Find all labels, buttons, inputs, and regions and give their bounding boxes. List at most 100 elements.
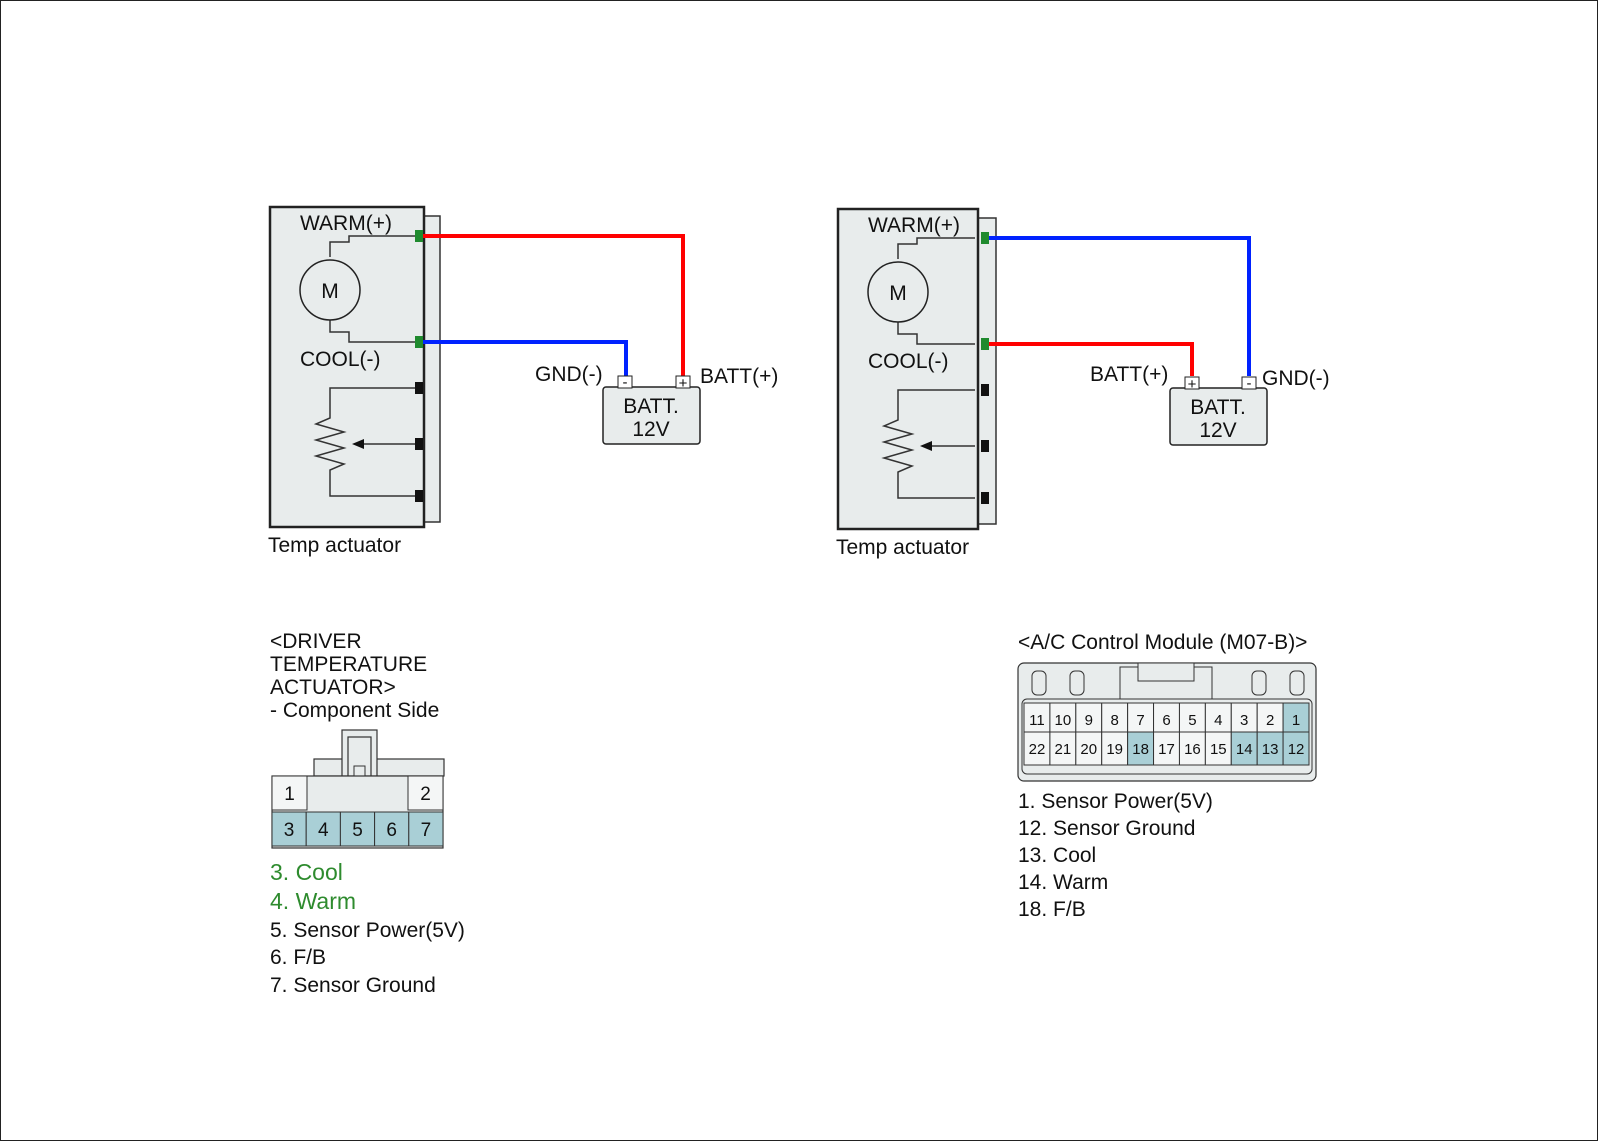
module-pin-4: 4	[1204, 702, 1232, 737]
left-motor-wire-bottom	[329, 317, 419, 343]
module-pin-8-cell	[1101, 702, 1129, 737]
module-pin-22: 22	[1023, 731, 1051, 766]
left-motor-symbol	[299, 259, 361, 321]
actuator-pin-2-label: 2	[420, 784, 431, 805]
module-pin-10-cell	[1049, 702, 1077, 737]
module-pin-17: 17	[1153, 731, 1180, 766]
module-pin-6-cell	[1153, 702, 1180, 737]
module-pin-5: 5	[1178, 702, 1206, 737]
module-pin-8-label: 8	[1111, 712, 1119, 729]
actuator-legend-item: 3. Cool	[270, 859, 343, 885]
actuator-pin-3: 3	[271, 811, 307, 847]
left-warm-label: WARM(+)	[300, 212, 392, 235]
right-motor-label: M	[889, 282, 907, 305]
module-pin-14: 14	[1230, 731, 1258, 766]
right-battery-pos-terminal	[1184, 376, 1200, 390]
module-pin-12-label: 12	[1288, 741, 1305, 758]
right-motor-symbol	[867, 261, 929, 323]
right-terminal-3	[981, 384, 989, 396]
left-terminal-3	[415, 382, 423, 394]
right-terminal-warm	[981, 232, 989, 244]
left-battery-neg-terminal	[617, 375, 633, 389]
module-pin-18-cell	[1127, 731, 1155, 766]
right-battery-label-1: BATT.	[1190, 396, 1246, 419]
actuator-connector-title-3: ACTUATOR>	[270, 676, 396, 699]
left-wire-cool	[423, 340, 628, 376]
module-pin-12-cell	[1282, 731, 1310, 766]
module-pin-4-cell	[1204, 702, 1232, 737]
right-caption: Temp actuator	[836, 536, 969, 559]
actuator-legend-item: 4. Warm	[270, 888, 356, 914]
left-motor-label: M	[321, 280, 339, 303]
left-battery-label-2: 12V	[632, 418, 669, 441]
module-connector-title: <A/C Control Module (M07-B)>	[1018, 631, 1307, 654]
module-pin-1-label: 1	[1292, 712, 1300, 729]
module-connector-latch-tab	[1137, 662, 1195, 682]
actuator-pin-6: 6	[374, 811, 410, 847]
left-battery	[602, 386, 701, 445]
module-legend-item: 12. Sensor Ground	[1018, 817, 1195, 840]
actuator-pin-5-label: 5	[352, 820, 363, 841]
module-pin-11: 11	[1023, 702, 1051, 737]
right-battery-neg-terminal	[1241, 376, 1257, 390]
module-pin-1: 1	[1282, 702, 1310, 737]
actuator-pin-4-label: 4	[318, 820, 329, 841]
actuator-legend-item: 7. Sensor Ground	[270, 974, 436, 997]
module-pin-14-label: 14	[1236, 741, 1253, 758]
left-neg-sign: -	[623, 374, 628, 391]
module-pin-2-label: 2	[1266, 712, 1274, 729]
module-pin-15-label: 15	[1210, 741, 1227, 758]
module-pin-16-label: 16	[1184, 741, 1201, 758]
actuator-pin-4: 4	[305, 811, 341, 847]
left-actuator-body	[268, 205, 426, 529]
actuator-pin-2-cell	[407, 775, 444, 811]
module-pin-13-label: 13	[1262, 741, 1279, 758]
actuator-pin-2: 2	[407, 775, 444, 811]
left-terminal-4	[415, 438, 423, 450]
module-pin-20: 20	[1075, 731, 1103, 766]
left-wiper-arrow	[352, 439, 364, 449]
module-pin-9-cell	[1075, 702, 1103, 737]
actuator-connector-latch-base	[313, 758, 445, 777]
module-pin-8: 8	[1101, 702, 1129, 737]
right-neg-sign: -	[1247, 375, 1252, 392]
left-cool-label: COOL(-)	[300, 348, 381, 371]
module-pin-9: 9	[1075, 702, 1103, 737]
right-actuator-diagram: WARM(+) COOL(-) M + - BATT. 12V BATT(+) …	[836, 207, 1330, 559]
module-pin-21: 21	[1049, 731, 1077, 766]
module-pin-21-label: 21	[1055, 741, 1072, 758]
right-cool-label: COOL(-)	[868, 350, 949, 373]
module-pin-19-label: 19	[1106, 741, 1123, 758]
module-connector-post	[1251, 670, 1267, 696]
actuator-pin-7-label: 7	[421, 820, 432, 841]
actuator-pin-6-cell	[374, 811, 410, 847]
module-connector-legend: 1. Sensor Power(5V)12. Sensor Ground13. …	[1018, 790, 1213, 921]
right-motor-wire-top	[897, 237, 975, 259]
module-pin-20-cell	[1075, 731, 1103, 766]
actuator-pin-1-label: 1	[284, 784, 295, 805]
right-terminal-4	[981, 440, 989, 452]
actuator-connector-latch-tab	[353, 765, 366, 777]
module-legend-item: 14. Warm	[1018, 871, 1108, 894]
module-pin-22-label: 22	[1029, 741, 1046, 758]
module-pin-19: 19	[1101, 731, 1129, 766]
module-pin-7-cell	[1127, 702, 1155, 737]
module-pin-9-label: 9	[1085, 712, 1093, 729]
module-pin-15: 15	[1204, 731, 1232, 766]
actuator-pin-1-cell	[271, 775, 308, 811]
actuator-connector-title-4: - Component Side	[270, 699, 439, 722]
actuator-pin-3-label: 3	[284, 820, 295, 841]
right-wiper-arrow	[920, 441, 932, 451]
module-pin-2-cell	[1256, 702, 1284, 737]
left-terminal-cool	[415, 336, 423, 348]
module-pin-11-label: 11	[1029, 712, 1045, 729]
module-pin-20-label: 20	[1080, 741, 1097, 758]
module-connector-post	[1289, 670, 1305, 696]
